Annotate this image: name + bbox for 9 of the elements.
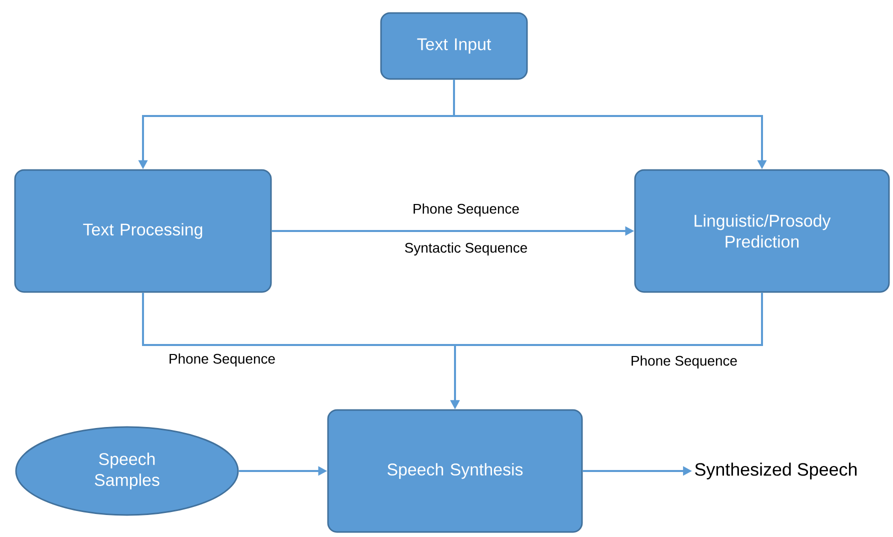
edge-label: Phone Sequence	[168, 352, 277, 368]
process-box: Text Input	[380, 12, 528, 80]
process-box: Speech Synthesis	[327, 409, 583, 533]
edge-label: Phone Sequence	[412, 202, 521, 218]
process-box: Linguistic/Prosody Prediction	[634, 169, 890, 293]
output-text: Synthesized Speech	[695, 462, 857, 480]
edge-label: Phone Sequence	[630, 354, 739, 370]
line-label: Syntactic Sequence	[403, 242, 529, 256]
process-box: Text Processing	[14, 169, 272, 293]
